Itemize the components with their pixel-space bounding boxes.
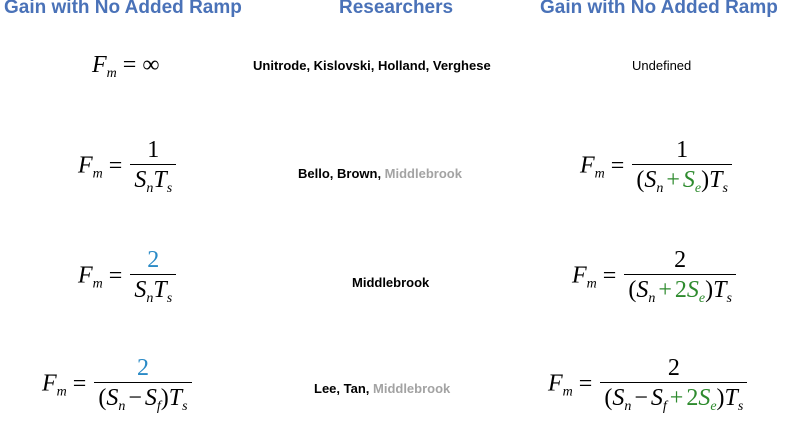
header-left: Gain with No Added Ramp: [4, 0, 242, 18]
row2-researchers: Bello, Brown, Middlebrook: [298, 166, 462, 181]
row4-right-formula: Fm=2(Sn−Sf+2Se)Ts: [548, 356, 748, 414]
infinity-symbol: ∞: [142, 52, 160, 78]
row4-researchers: Lee, Tan, Middlebrook: [314, 381, 451, 396]
row4-left-formula: Fm=2(Sn−Sf)Ts: [42, 356, 192, 414]
row2-right-formula: Fm=1(Sn+Se)Ts: [580, 138, 732, 196]
row1-right-undefined: Undefined: [632, 58, 692, 73]
row1-researchers: Unitrode, Kislovski, Holland, Verghese: [253, 58, 491, 73]
fraction: 2(Sn+2Se)Ts: [624, 248, 736, 306]
header-researchers: Researchers: [339, 0, 454, 18]
fraction: 1(Sn+Se)Ts: [632, 138, 732, 196]
fraction: 2(Sn−Sf)Ts: [94, 356, 192, 414]
header-right: Gain with No Added Ramp: [540, 0, 778, 18]
row3-researchers: Middlebrook: [352, 275, 430, 290]
row3-right-formula: Fm=2(Sn+2Se)Ts: [572, 248, 736, 306]
row1-left-formula: Fm=∞: [92, 52, 160, 81]
fraction: 2(Sn−Sf+2Se)Ts: [600, 356, 748, 414]
